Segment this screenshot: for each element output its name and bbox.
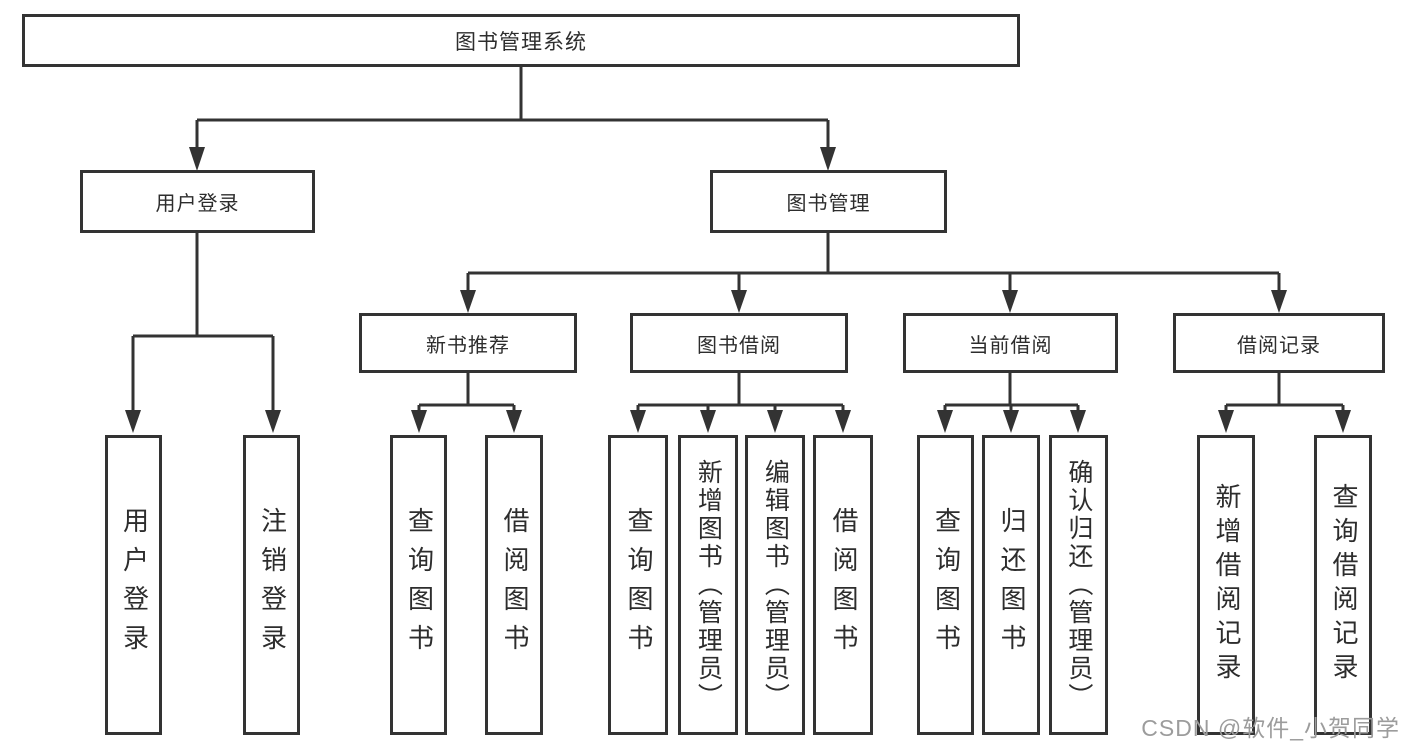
node-label: 用户登录 [155,193,240,215]
leaf-edit-books-admin: 编辑图书（管理员） [745,435,805,735]
node-label: 图书管理 [786,193,871,215]
csdn-watermark: CSDN @软件_小贺同学 [1141,715,1400,741]
leaf-add-borrow-record: 新增借阅记录 [1197,435,1255,735]
node-label: 新增图书（管理员） [694,459,723,711]
node-label: 编辑图书（管理员） [761,459,790,711]
node-label: 新书推荐 [426,334,510,357]
node-label: 新增借阅记录 [1211,483,1242,687]
leaf-query-books-borrow: 查询图书 [608,435,668,735]
leaf-logout: 注销登录 [243,435,300,735]
node-label: 查询借阅记录 [1328,483,1359,687]
node-label: 查询图书 [404,507,435,663]
node-label: 用户登录 [119,507,150,663]
leaf-query-borrow-record: 查询借阅记录 [1314,435,1372,735]
node-label: 借阅图书 [828,507,859,663]
node-new-book-recommend: 新书推荐 [359,313,577,373]
node-root-system: 图书管理系统 [22,14,1020,67]
node-book-borrow: 图书借阅 [630,313,848,373]
node-label: 归还图书 [996,507,1027,663]
leaf-return-books: 归还图书 [982,435,1040,735]
node-label: 注销登录 [257,507,288,663]
node-book-management-branch: 图书管理 [710,170,947,233]
node-label: 查询图书 [931,507,962,663]
node-user-login-branch: 用户登录 [80,170,315,233]
leaf-query-books-recommend: 查询图书 [390,435,447,735]
node-label: 借阅记录 [1237,334,1321,357]
node-current-borrow: 当前借阅 [903,313,1118,373]
node-label: 图书借阅 [697,334,781,357]
leaf-borrow-books-recommend: 借阅图书 [485,435,543,735]
node-label: 图书管理系统 [455,30,587,54]
node-label: 查询图书 [623,507,654,663]
leaf-add-books-admin: 新增图书（管理员） [678,435,738,735]
node-borrow-records: 借阅记录 [1173,313,1385,373]
leaf-user-login: 用户登录 [105,435,162,735]
node-label: 当前借阅 [968,334,1053,357]
leaf-borrow-books: 借阅图书 [813,435,873,735]
node-label: 借阅图书 [499,507,530,663]
leaf-query-books-current: 查询图书 [917,435,974,735]
node-label: 确认归还（管理员） [1064,459,1093,711]
leaf-confirm-return-admin: 确认归还（管理员） [1049,435,1108,735]
